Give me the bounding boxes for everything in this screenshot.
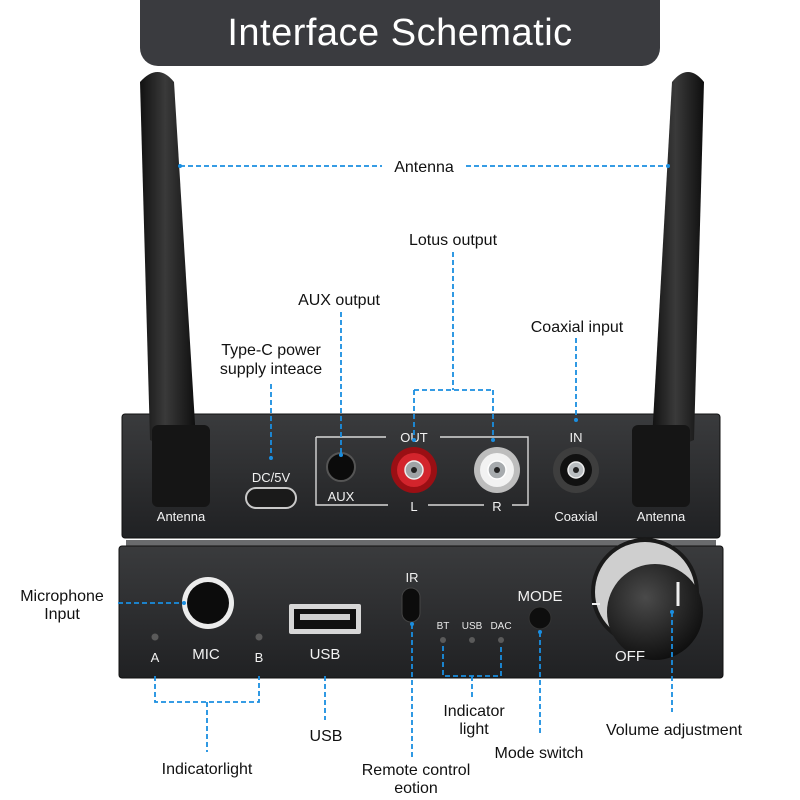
- led-usb: [469, 637, 475, 643]
- aux-jack: [326, 452, 356, 482]
- l-label: L: [410, 499, 417, 514]
- mode-label: MODE: [518, 588, 563, 605]
- mode-button: [528, 606, 552, 630]
- dc-5v-label: DC/5V: [252, 470, 291, 485]
- callout-remote-control-line1: Remote control: [362, 762, 471, 779]
- type-c-port: [245, 487, 297, 509]
- left-antenna: [140, 72, 210, 507]
- antenna-right-panel-label: Antenna: [637, 509, 686, 524]
- callout-mode-switch: Mode switch: [495, 745, 584, 762]
- dac-label: DAC: [490, 621, 511, 632]
- callout-microphone-line2: Input: [44, 606, 80, 623]
- antenna-left-panel-label: Antenna: [157, 509, 206, 524]
- callout-aux-output: AUX output: [298, 292, 380, 309]
- led-dac: [498, 637, 504, 643]
- usb-led-label: USB: [462, 621, 483, 632]
- callout-volume-adjustment: Volume adjustment: [606, 722, 743, 739]
- page-title: Interface Schematic: [227, 11, 573, 54]
- callout-lotus-output: Lotus output: [409, 232, 498, 249]
- off-label: OFF: [615, 648, 645, 665]
- callout-type-c-line2: supply inteace: [220, 361, 322, 378]
- volume-knob: [591, 538, 703, 660]
- mic-label: MIC: [192, 646, 220, 663]
- led-a: [151, 633, 159, 641]
- r-label: R: [492, 499, 501, 514]
- right-antenna: [632, 72, 704, 507]
- in-label: IN: [570, 430, 583, 445]
- usb-port: [289, 604, 361, 634]
- aux-label: AUX: [328, 489, 355, 504]
- coaxial-label: Coaxial: [554, 509, 597, 524]
- leader-lines: [118, 164, 674, 760]
- callout-type-c-line1: Type-C power: [221, 342, 321, 359]
- ir-label: IR: [406, 570, 419, 585]
- callout-antenna: Antenna: [394, 159, 454, 176]
- led-bt: [440, 637, 446, 643]
- callout-indicatorlight: Indicatorlight: [162, 761, 253, 778]
- callout-indicator-light-line1: Indicator: [443, 703, 505, 720]
- callout-usb: USB: [310, 728, 343, 745]
- led-a-label: A: [151, 650, 160, 665]
- bt-label: BT: [437, 621, 450, 632]
- coaxial-jack: [553, 447, 599, 493]
- ir-receiver: [401, 587, 421, 623]
- led-b: [255, 633, 263, 641]
- callout-indicator-light-line2: light: [459, 721, 489, 738]
- mic-jack: [182, 577, 234, 629]
- callout-remote-control-line2: eotion: [394, 780, 438, 797]
- callout-microphone-line1: Microphone: [20, 588, 104, 605]
- rca-left-red: [391, 447, 437, 493]
- title-banner: Interface Schematic: [140, 0, 660, 66]
- usb-panel-label: USB: [310, 646, 341, 663]
- front-panel: [118, 545, 724, 679]
- callout-coaxial-input: Coaxial input: [531, 319, 624, 336]
- out-label: OUT: [400, 430, 428, 445]
- rca-right-white: [474, 447, 520, 493]
- led-b-label: B: [255, 650, 264, 665]
